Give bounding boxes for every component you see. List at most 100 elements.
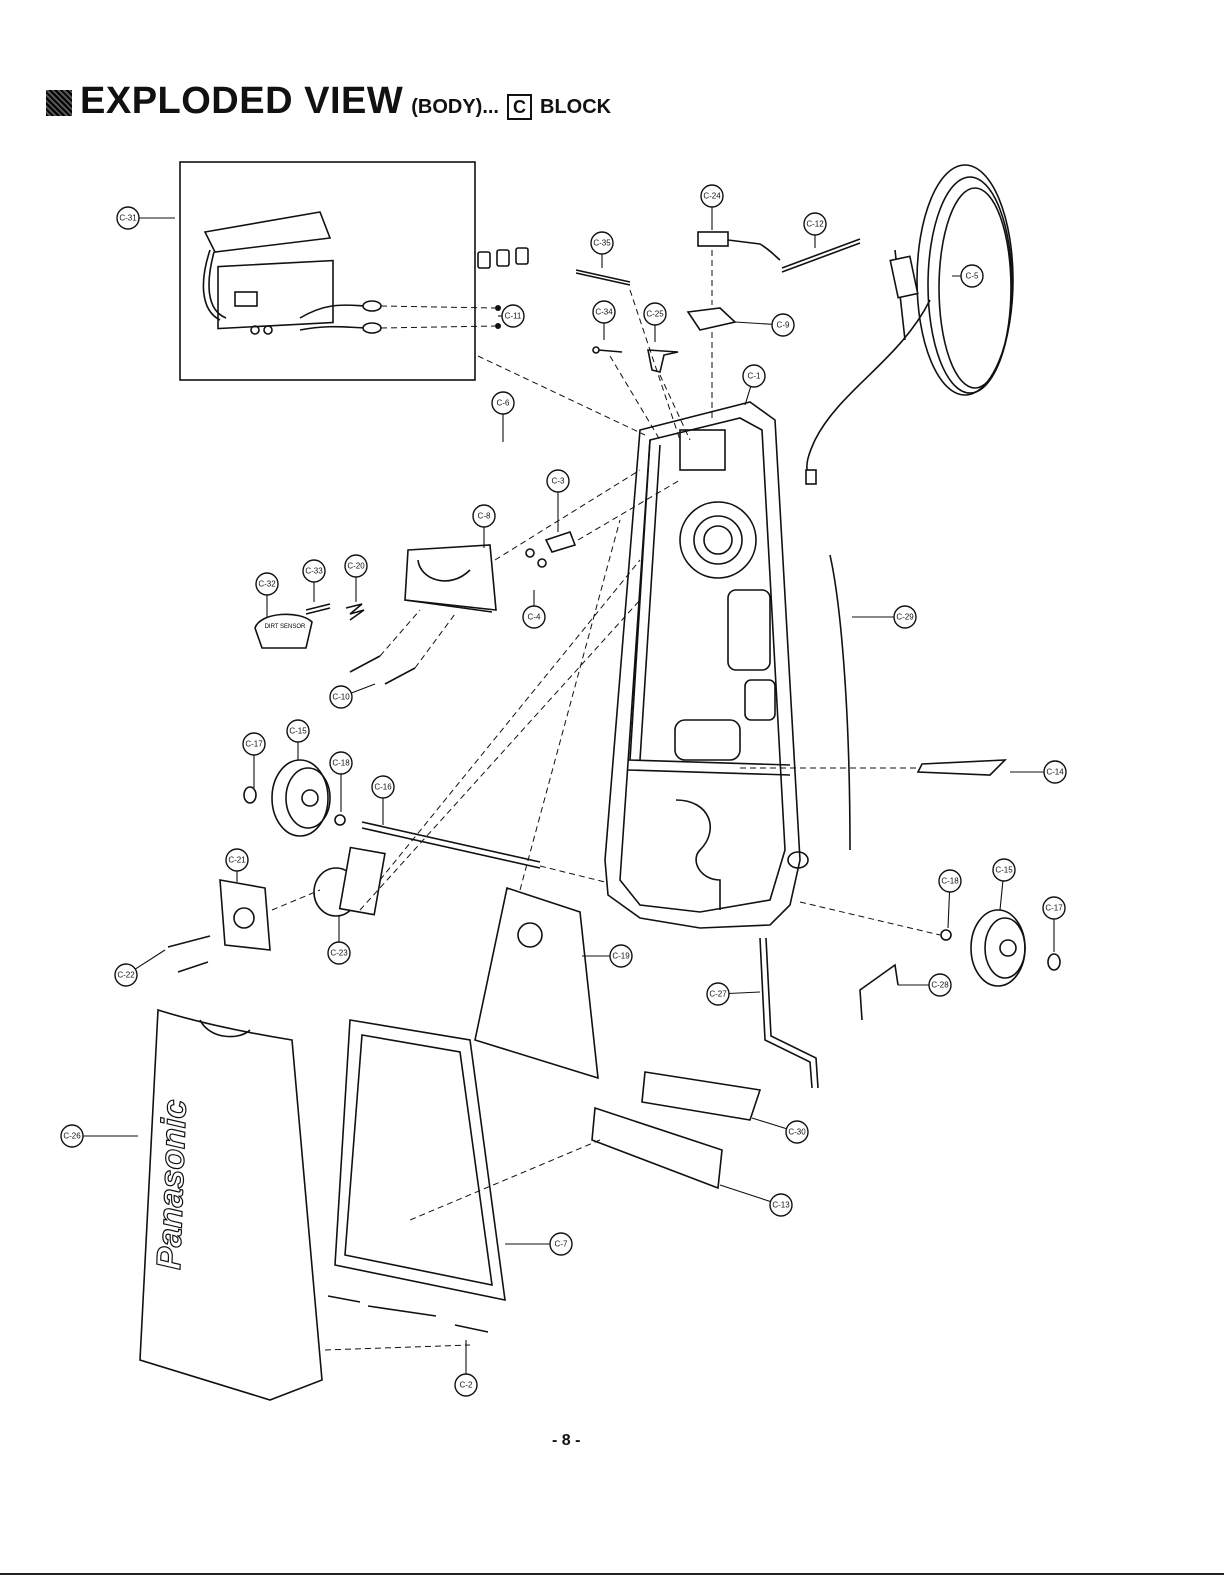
- filter-sheet: [641, 1071, 762, 1121]
- callout-bubble: [255, 572, 279, 596]
- axle-rod: [361, 821, 541, 869]
- callout-bubble: [1043, 760, 1067, 784]
- callout-bubble: [344, 554, 368, 578]
- lever-part: [859, 963, 899, 1021]
- wheel-cap-right: [1047, 953, 1061, 971]
- callout-bubble: [114, 963, 138, 987]
- callout-label: C-20: [347, 562, 365, 571]
- callout-label: C-11: [505, 312, 522, 321]
- filter-pad: [916, 759, 1008, 776]
- callout-label: C-18: [941, 877, 959, 886]
- screw-top: [592, 346, 623, 354]
- callout-label: C-7: [555, 1240, 568, 1249]
- callout-bubble: [491, 391, 515, 415]
- callout-bubble: [1042, 896, 1066, 920]
- callout-bubble: [60, 1124, 84, 1148]
- callout-bubble: [960, 264, 984, 288]
- knob-part: [525, 530, 577, 568]
- callout-bubble: [286, 719, 310, 743]
- callout-label: C-28: [931, 981, 949, 990]
- screws-c10: [349, 655, 416, 685]
- callout-bubble: [501, 304, 525, 328]
- washer-left: [334, 814, 346, 826]
- pcb-inset-frame: [179, 161, 476, 381]
- callout-bubble: [327, 941, 351, 965]
- brand-logo: Panasonic: [150, 1099, 194, 1270]
- spring-small: [305, 603, 331, 615]
- callout-bubble: [546, 469, 570, 493]
- callout-label: C-2: [460, 1381, 473, 1390]
- callout-label: C-15: [289, 727, 307, 736]
- callout-label: C-17: [245, 740, 263, 749]
- callout-label: C-32: [258, 580, 276, 589]
- callout-bubble: [302, 559, 326, 583]
- callout-bubble: [785, 1120, 809, 1144]
- callout-label: C-12: [806, 220, 824, 229]
- callout-label: C-23: [330, 949, 348, 958]
- spring-c20: [345, 603, 365, 621]
- callout-label: C-24: [703, 192, 721, 201]
- callout-bubble: [742, 364, 766, 388]
- brush-motor: [313, 846, 386, 917]
- bottom-rule: [0, 1573, 1224, 1575]
- cord-tie-left: [575, 269, 631, 286]
- callout-bubble: [225, 848, 249, 872]
- callout-bubble: [893, 605, 917, 629]
- callout-bubble: [700, 184, 724, 208]
- callout-bubble: [592, 300, 616, 324]
- callout-bubble: [329, 685, 353, 709]
- front-cover: [139, 1008, 323, 1401]
- switch-cover: [686, 307, 737, 331]
- dirt-sensor-label: DIRT SENSOR: [265, 624, 306, 630]
- callout-label: C-27: [709, 990, 727, 999]
- connector-pins: [495, 305, 501, 329]
- bracket-top: [647, 349, 679, 373]
- callout-label: C-14: [1046, 768, 1064, 777]
- callout-bubble: [928, 973, 952, 997]
- callout-label: C-26: [63, 1132, 81, 1141]
- callout-bubble: [938, 869, 962, 893]
- callout-label: C-9: [777, 321, 790, 330]
- washer-right: [940, 929, 952, 941]
- button-caps: [477, 247, 529, 269]
- callout-label: C-18: [332, 759, 350, 768]
- callout-label: C-6: [497, 399, 510, 408]
- callout-bubble: [454, 1373, 478, 1397]
- callout-bubble: [771, 313, 795, 337]
- heading-bullet-icon: [46, 90, 72, 116]
- callout-bubble: [329, 751, 353, 775]
- callout-label: C-10: [332, 693, 350, 702]
- callout-bubble: [769, 1193, 793, 1217]
- callout-label: C-5: [966, 272, 979, 281]
- left-wheel: [271, 759, 331, 837]
- callout-label: C-8: [478, 512, 491, 521]
- callout-label: C-25: [646, 310, 664, 319]
- control-panel-housing: [404, 544, 497, 613]
- motor-bracket: [219, 879, 271, 951]
- callout-label: C-22: [117, 971, 135, 980]
- seal-strips: [327, 1295, 489, 1333]
- callout-bubble: [992, 858, 1016, 882]
- bag-door-frame: [334, 1019, 506, 1302]
- callout-bubble: [116, 206, 140, 230]
- wheel-cap-left: [243, 786, 257, 804]
- callout-label: C-33: [305, 567, 323, 576]
- heading-block-word: BLOCK: [540, 96, 612, 118]
- callout-label: C-29: [896, 613, 914, 622]
- callout-bubble: [643, 302, 667, 326]
- filter-frame: [591, 1106, 723, 1190]
- callout-bubble: [609, 944, 633, 968]
- right-wheel: [970, 909, 1026, 987]
- heading-main: EXPLODED VIEW: [80, 80, 404, 122]
- dirt-sensor-plate: [254, 613, 313, 649]
- callout-bubble: [472, 504, 496, 528]
- callout-label: C-30: [788, 1128, 806, 1137]
- callout-label: C-19: [612, 952, 630, 961]
- callout-bubble: [590, 231, 614, 255]
- callout-bubble: [242, 732, 266, 756]
- callout-bubble: [549, 1232, 573, 1256]
- callout-label: C-4: [528, 613, 541, 622]
- switch-part: [697, 231, 781, 261]
